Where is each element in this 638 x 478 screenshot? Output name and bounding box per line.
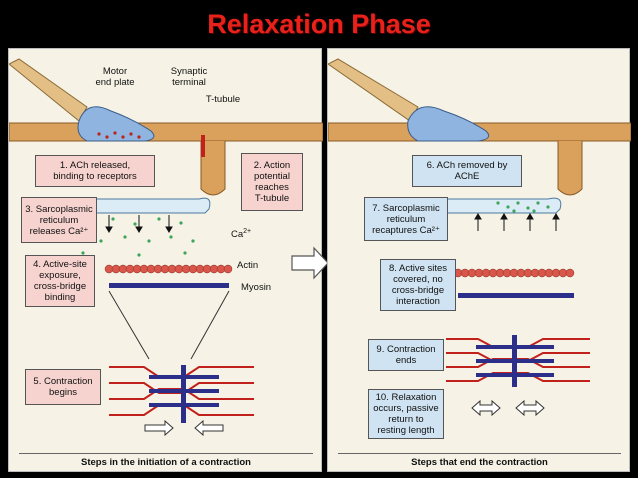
contraction-arrow-left <box>194 419 224 437</box>
contraction-arrow-right <box>144 419 174 437</box>
sarcomere-myosin <box>476 335 554 387</box>
synaptic-terminal-label: Synaptic terminal <box>170 66 208 88</box>
caption-divider <box>19 453 313 454</box>
sarcomere-myosin <box>149 365 219 423</box>
myosin-filament <box>458 293 574 298</box>
motor-end-plate-label: Motor end plate <box>95 66 135 88</box>
panel-ending: 6. ACh removed by AChE 7. Sarcoplasmic r… <box>327 48 631 472</box>
synaptic-terminal-shape <box>77 106 155 142</box>
slide-title: Relaxation Phase <box>207 9 431 39</box>
axon <box>328 58 419 122</box>
ach-molecules <box>97 131 141 139</box>
zoom-line-right <box>190 290 230 360</box>
t-tubule-shape <box>557 141 583 196</box>
t-tubule-label: T-tubule <box>205 94 241 105</box>
myosin-filament <box>109 283 229 288</box>
step-1-box: 1. ACh released, binding to receptors <box>35 155 155 187</box>
calcium-label: Ca2+ <box>231 228 252 241</box>
step-9-box: 9. Contraction ends <box>368 339 444 371</box>
t-tubule-shape <box>200 141 226 196</box>
ending-caption: Steps that end the contraction <box>411 457 548 468</box>
step-3-box: 3. Sarcoplasmic reticulum releases Ca²⁺ <box>21 197 97 243</box>
relaxation-arrow-right <box>515 399 545 417</box>
step-10-box: 10. Relaxation occurs, passive return to… <box>368 389 444 439</box>
calcium-recapture-arrows <box>474 213 560 231</box>
actin-filament <box>453 268 575 278</box>
step-5-box: 5. Contraction begins <box>25 369 101 405</box>
actin-label: Actin <box>237 260 259 271</box>
transition-arrow <box>291 246 329 280</box>
step-8-box: 8. Active sites covered, no cross-bridge… <box>380 259 456 311</box>
synaptic-terminal-shape <box>407 106 490 142</box>
initiation-caption: Steps in the initiation of a contraction <box>81 457 251 468</box>
step-4-box: 4. Active-site exposure, cross-bridge bi… <box>25 255 95 307</box>
relaxation-arrow-left <box>471 399 501 417</box>
sarcolemma <box>9 122 323 142</box>
caption-divider <box>338 453 621 454</box>
axon <box>9 58 88 122</box>
step-7-box: 7. Sarcoplasmic reticulum recaptures Ca²… <box>364 197 448 241</box>
panel-initiation: Motor end plate Synaptic terminal T-tubu… <box>8 48 323 472</box>
zoom-line-left <box>108 290 150 360</box>
ending-illustration <box>328 58 631 417</box>
calcium-ions <box>496 201 550 213</box>
myosin-label: Myosin <box>241 282 272 293</box>
actin-filament <box>104 264 233 274</box>
step-6-box: 6. ACh removed by AChE <box>412 155 522 187</box>
step-2-box: 2. Action potential reaches T-tubule <box>241 153 303 211</box>
